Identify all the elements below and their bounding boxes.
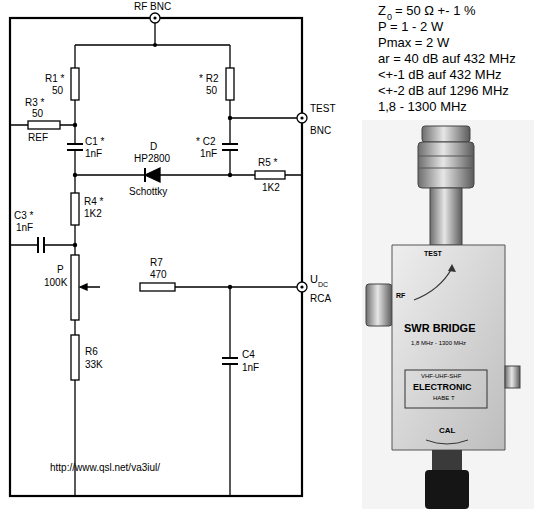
signal-subscript: DC (318, 281, 328, 289)
part-name: P (57, 264, 64, 276)
bnc-plug (418, 142, 474, 188)
bnc-ridge (418, 156, 474, 168)
arrowhead (448, 264, 456, 272)
part-value: 1nF (85, 148, 102, 160)
spec-text: Z (378, 4, 386, 19)
url-note: http://www.qsl.net/va3iul/ (50, 462, 160, 474)
spec-text: <+-1 dB auf 432 MHz (378, 68, 502, 83)
photo-label: CAL (439, 426, 455, 435)
logo-box (405, 370, 487, 408)
frame (10, 18, 302, 496)
bnc-side (366, 284, 392, 326)
diode-symbol (145, 168, 160, 182)
junctions (73, 16, 304, 289)
housing (392, 245, 505, 450)
part-value: 100K (44, 277, 67, 289)
part-value: 1K2 (84, 208, 102, 220)
photo-ground (362, 120, 534, 509)
part-name: R5 * (258, 157, 277, 169)
resistor-symbol (28, 121, 60, 129)
resistor-symbol (71, 193, 79, 225)
spec-text: ar = 40 dB auf 432 MHz (378, 52, 516, 67)
spec-text: 1,8 - 1300 MHz (378, 100, 467, 115)
part-name: R1 * (45, 73, 64, 85)
connector-label: RCA (310, 293, 331, 305)
potentiometer-symbol (71, 255, 79, 320)
part-value: 1nF (200, 148, 217, 160)
connector-label: RF BNC (134, 1, 171, 13)
knob-shaft (432, 450, 462, 470)
resistor-symbol (71, 335, 79, 380)
spec-text: <+-2 dB auf 1296 MHz (378, 84, 509, 99)
part-value: HP2800 (134, 153, 170, 165)
capacitor-symbol (38, 144, 238, 364)
photo-label: VHF-UHF-SHF (421, 373, 461, 380)
photo-label: SWR BRIDGE (404, 322, 476, 335)
cal-arrow (426, 440, 468, 444)
bnc-connector (297, 113, 307, 123)
part-value: 33K (85, 359, 103, 371)
part-name: * R2 (199, 73, 218, 85)
photo-label: TEST (424, 250, 442, 258)
part-value: 1nF (242, 362, 259, 374)
photo-label: ELECTRONIC (413, 382, 472, 392)
connector-label: BNC (310, 125, 331, 137)
part-value: 50 (206, 85, 217, 97)
wires (10, 18, 302, 496)
connector-label: TEST (310, 103, 336, 115)
part-note: Schottky (129, 186, 167, 198)
part-name: R7 (150, 257, 163, 269)
bnc-connector (150, 13, 160, 23)
part-name: D (150, 141, 157, 153)
diode-bar (144, 168, 146, 182)
photo-label: RF (396, 292, 405, 300)
part-name: C4 (242, 349, 255, 361)
wiper-arrow (80, 284, 87, 290)
port-label: REF (28, 132, 48, 144)
bnc-plug (422, 126, 470, 142)
product-photo (362, 120, 534, 509)
part-value: 470 (150, 269, 167, 281)
bnc-neck (430, 188, 462, 245)
resistor-symbol (226, 68, 234, 100)
resistor-symbol (255, 171, 285, 179)
part-name: C3 * (14, 210, 33, 222)
part-name: R3 * (25, 97, 44, 109)
components (28, 13, 307, 380)
part-name: R4 * (84, 196, 103, 208)
spec-text: P = 1 - 2 W (378, 20, 443, 35)
spec-text: = 50 Ω +- 1 % (395, 4, 476, 19)
wire (10, 23, 302, 496)
photo-label: HABE T (433, 395, 455, 402)
resistor-symbol (140, 283, 175, 291)
knob (425, 470, 469, 509)
part-name: C1 * (85, 136, 104, 148)
part-value: 1K2 (262, 182, 280, 194)
rca-connector (297, 282, 307, 292)
spec-text: Pmax = 2 W (378, 36, 449, 51)
part-name: R6 (85, 346, 98, 358)
photo-label: 1,8 MHz - 1300 MHz (411, 340, 466, 347)
rca-jack (505, 366, 520, 388)
part-value: 50 (52, 85, 63, 97)
part-value: 50 (32, 108, 43, 120)
part-name: * C2 (196, 136, 215, 148)
part-value: 1nF (16, 222, 33, 234)
arrow-curve (414, 268, 452, 300)
resistor-symbol (71, 68, 79, 100)
signal-name: U (310, 273, 318, 286)
